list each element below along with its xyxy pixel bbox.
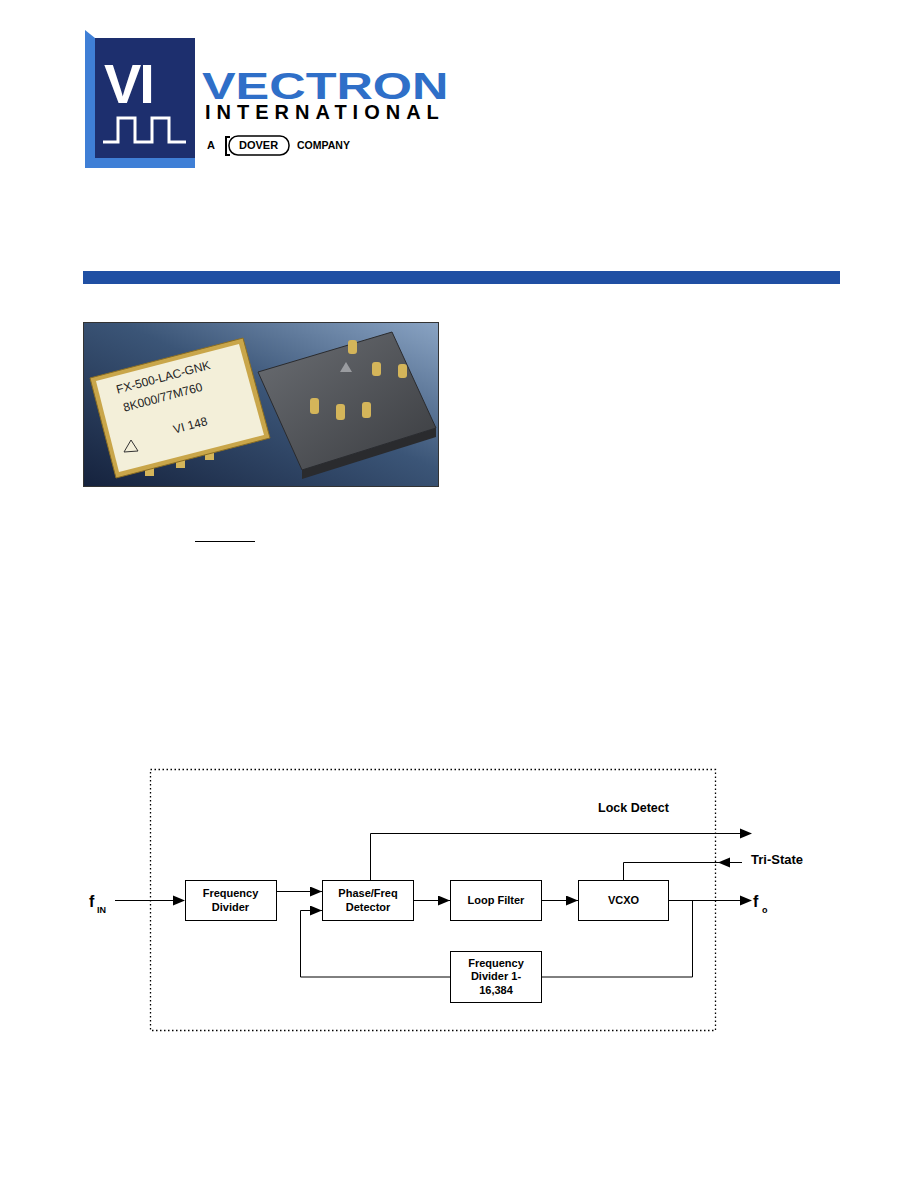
product-photo [84, 323, 439, 487]
signal-name: f [753, 893, 758, 911]
signal-subscript: IN [97, 905, 106, 915]
signal-connector [277, 891, 323, 892]
box-label: Frequency Divider 1-16,384 [456, 957, 536, 997]
brand-subtitle: INTERNATIONAL [205, 101, 445, 124]
signal-connector [542, 900, 578, 901]
process-box: VCXO [578, 880, 669, 921]
process-box: Loop Filter [450, 880, 542, 921]
process-box: Frequency Divider 1-16,384 [450, 951, 542, 1003]
parent-company-prefix: A [207, 139, 215, 152]
signal-name: Tri-State [751, 853, 803, 868]
logo-pulse [103, 118, 186, 142]
box-label: Loop Filter [468, 894, 525, 907]
signal-connector [414, 900, 450, 901]
box-label: VCXO [608, 894, 639, 907]
dover-outline [229, 136, 289, 155]
signal-name: Lock Detect [598, 801, 669, 815]
logo-frame [85, 30, 195, 168]
box-label: Phase/Freq Detector [328, 887, 408, 913]
signal-name: f [89, 893, 94, 911]
underline-rule [195, 541, 255, 542]
parent-company-name: DOVER [239, 139, 278, 152]
header-bar [83, 271, 840, 284]
process-box: Frequency Divider [185, 880, 277, 921]
process-box: Phase/Freq Detector [322, 880, 414, 921]
signal-subscript: o [762, 905, 768, 915]
box-label: Frequency Divider [191, 887, 271, 913]
logo-letters: VI [104, 52, 153, 116]
parent-company-suffix: COMPANY [297, 139, 350, 151]
logo-block [95, 38, 195, 158]
module-boundary [151, 770, 716, 1031]
